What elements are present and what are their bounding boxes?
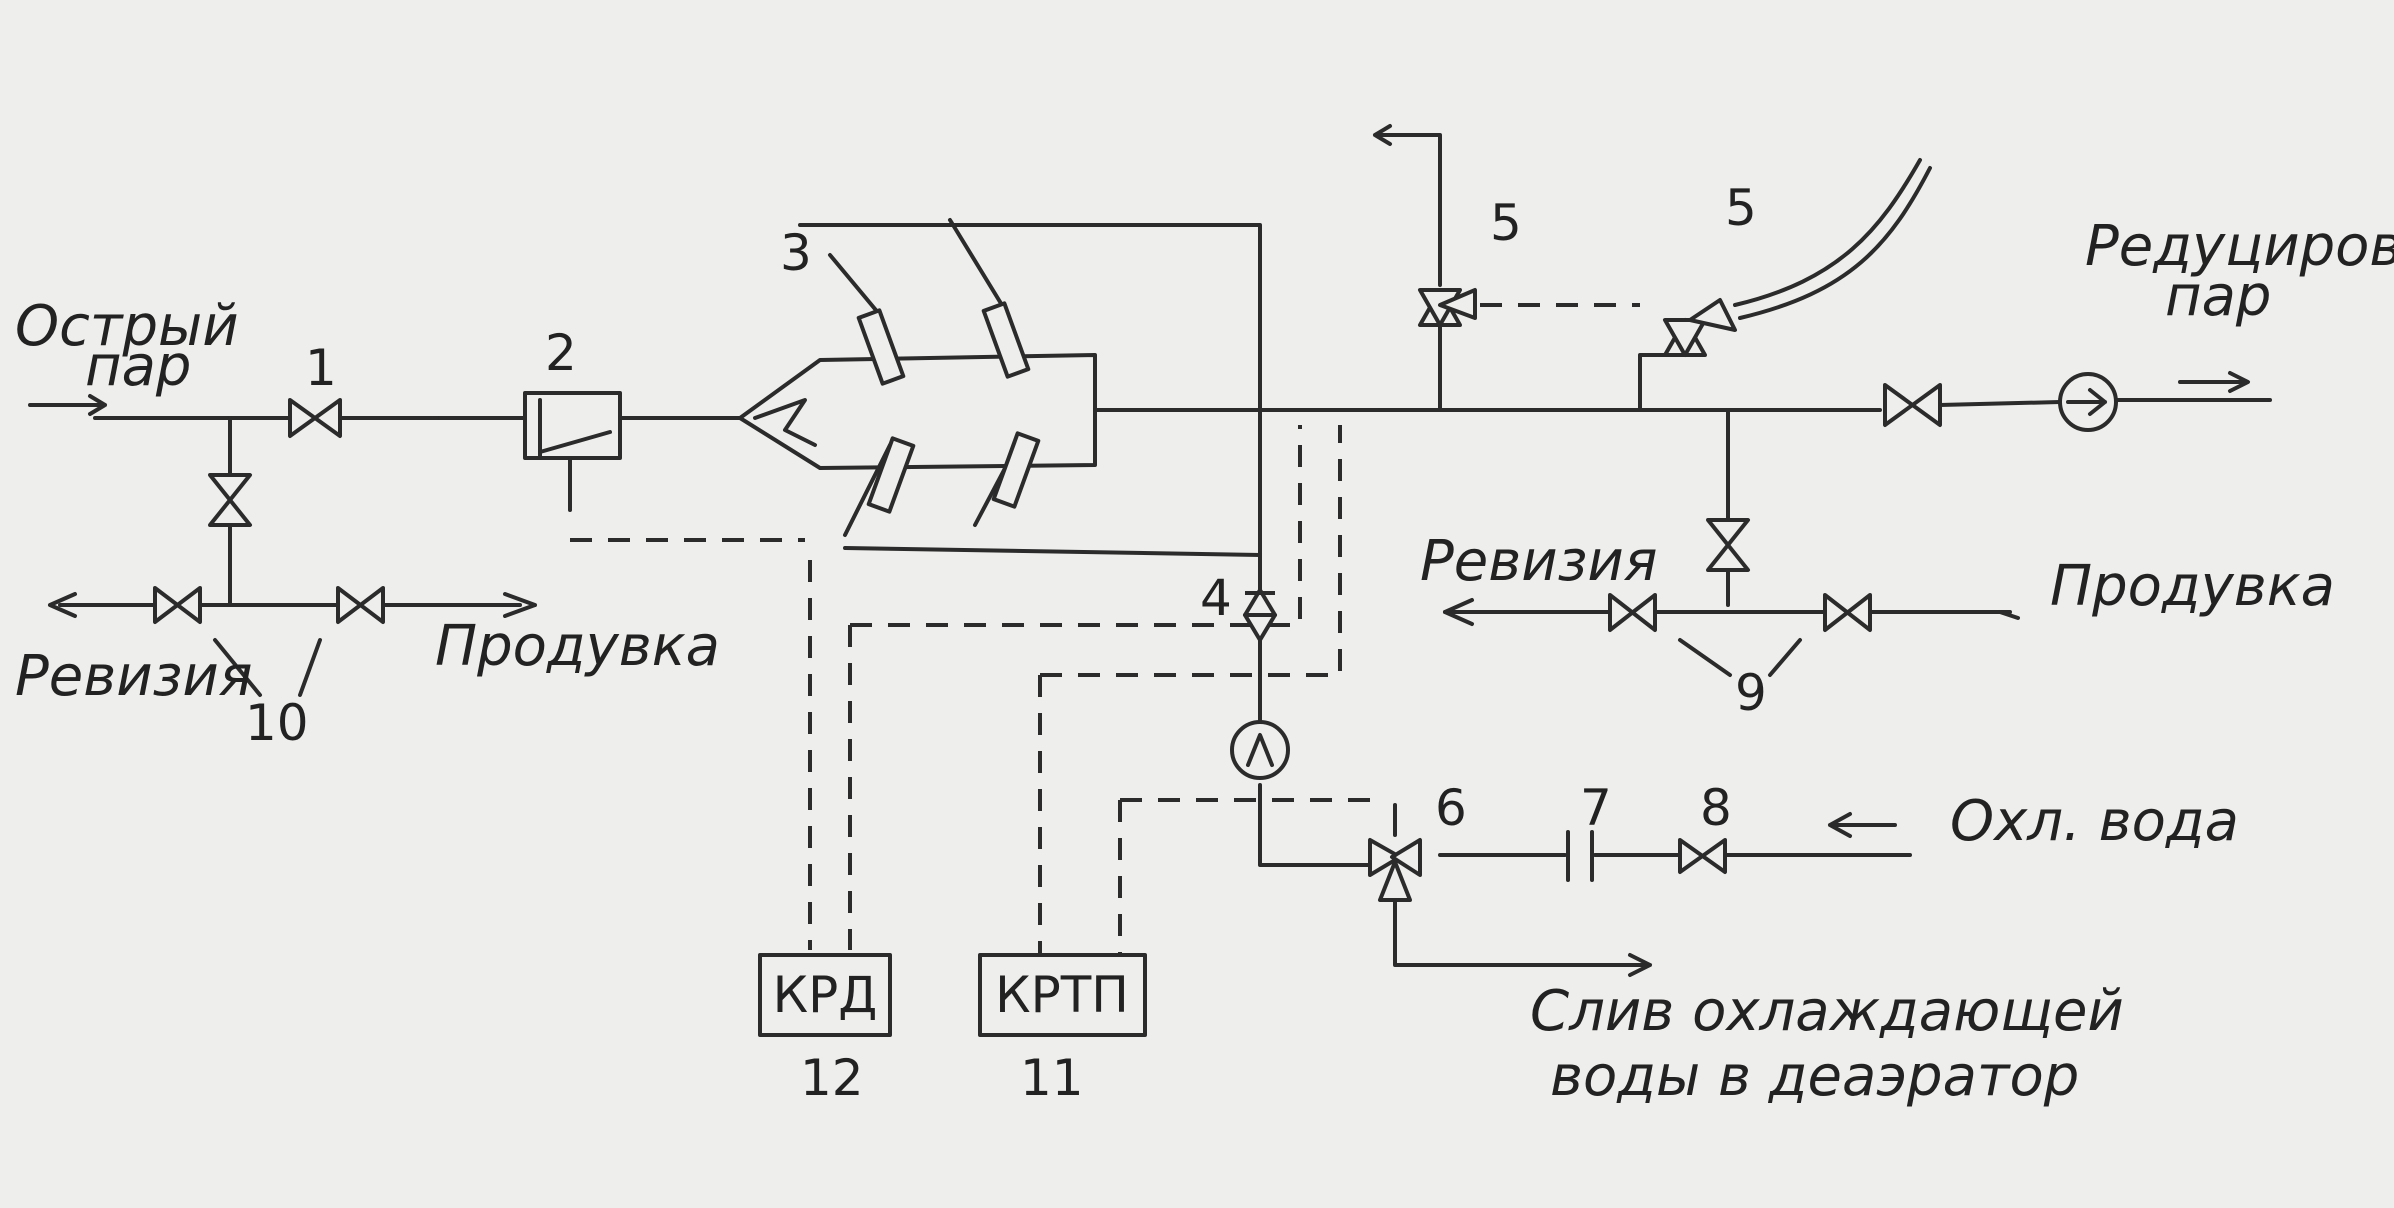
label-drain-2: воды в деаэратор [1550, 1044, 2079, 1109]
cooling-injection-line [1258, 553, 1372, 867]
leader-lines-10 [213, 638, 322, 697]
purge-arrow-left [503, 592, 537, 618]
valve-branch-left-icon [208, 473, 252, 527]
num-9: 9 [1735, 664, 1767, 722]
filter-2-icon [438, 391, 742, 512]
num-2: 2 [545, 324, 577, 382]
label-revision-left: Ревизия [15, 644, 252, 709]
valve-outlet-icon [1883, 383, 1942, 427]
check-valve-4-icon [1243, 588, 1277, 642]
pump-icon [1230, 720, 1290, 780]
label-purge-left: Продувка [435, 614, 720, 679]
num-7: 7 [1580, 779, 1612, 837]
label-ostry-2: пар [85, 334, 191, 399]
safety-valve-5b-icon [1638, 158, 1932, 412]
controller-krtp-box: КРТП [978, 953, 1147, 1037]
num-5b: 5 [1725, 179, 1757, 237]
control-signal-lines [570, 425, 1385, 955]
label-revision-right: Ревизия [1420, 529, 1657, 594]
num-8: 8 [1700, 779, 1732, 837]
valve-8-icon [1678, 838, 1727, 874]
krd-label: КРД [773, 966, 878, 1024]
label-reduced-2: пар [2165, 264, 2271, 329]
valve-9a-icon [1608, 593, 1657, 632]
num-4: 4 [1200, 569, 1232, 627]
flow-meter-icon [2058, 372, 2118, 432]
controller-krd-box: КРД [758, 953, 892, 1037]
outlet-section [1378, 371, 2272, 412]
label-purge-right: Продувка [2050, 554, 2335, 619]
num-12: 12 [800, 1049, 864, 1107]
cooling-water-line [1393, 803, 1912, 977]
orifice-7-icon [1566, 830, 1594, 882]
label-reduced-1: Редуциров [2085, 214, 2394, 279]
num-10: 10 [245, 694, 309, 752]
valve-10a-icon [153, 586, 202, 624]
label-ostry-1: Острый [15, 294, 239, 359]
krtp-label: КРТП [995, 966, 1129, 1024]
valve-9b-icon [1823, 593, 1872, 632]
num-3: 3 [780, 224, 812, 282]
three-way-valve-6-icon [1368, 838, 1422, 902]
valve-branch-right-icon [1706, 518, 1750, 572]
reducer-cooler-3 [738, 218, 1382, 557]
inlet-arrow [28, 394, 107, 416]
revision-purge-right [1443, 408, 2020, 677]
num-6: 6 [1435, 779, 1467, 837]
num-11: 11 [1020, 1049, 1084, 1107]
label-cooling-water: Охл. вода [1950, 789, 2239, 854]
safety-valve-5a-icon [1373, 124, 1640, 412]
revision-arrow-left [48, 592, 77, 618]
label-drain-1: Слив охлаждающей [1530, 979, 2124, 1044]
valve-10b-icon [336, 586, 385, 624]
num-1: 1 [305, 339, 337, 397]
num-5a: 5 [1490, 194, 1522, 252]
valve-1-icon [288, 398, 342, 438]
